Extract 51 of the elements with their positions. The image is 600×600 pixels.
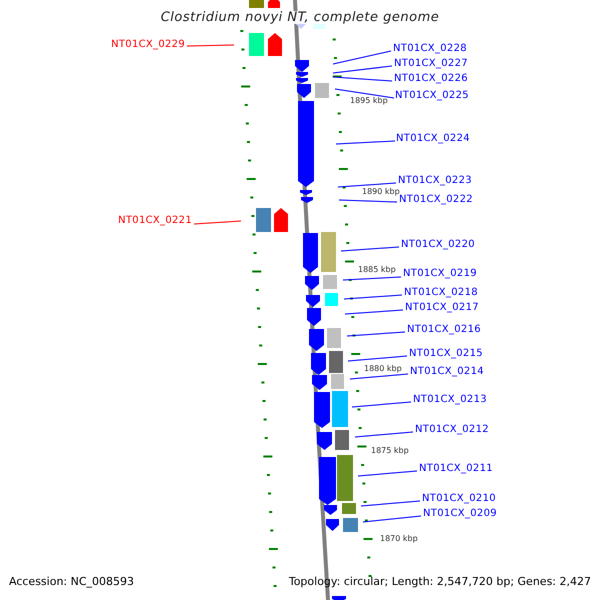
accession-note: Accession: NC_008593 xyxy=(9,576,134,587)
leader-line xyxy=(340,246,400,252)
leader-line xyxy=(332,66,392,74)
leader-line xyxy=(362,516,422,522)
gene-label: NT01CX_0209 xyxy=(423,509,497,519)
gene-label: NT01CX_0222 xyxy=(399,195,473,205)
scale-label: 1885 kbp xyxy=(358,266,396,274)
leader-line xyxy=(358,470,418,476)
leader-line xyxy=(348,356,408,362)
leader-line xyxy=(354,432,414,438)
gene-label: NT01CX_0218 xyxy=(404,288,478,298)
gene-label: NT01CX_0214 xyxy=(410,367,484,377)
leader-line xyxy=(336,140,396,144)
gene-label: NT01CX_0213 xyxy=(413,395,487,405)
gene-label: NT01CX_0228 xyxy=(393,44,467,54)
scale-label: 1875 kbp xyxy=(371,447,409,455)
gene-label: NT01CX_0226 xyxy=(394,74,468,84)
gene-label: NT01CX_0212 xyxy=(415,425,489,435)
leader-line xyxy=(344,294,402,300)
gene-label: NT01CX_0219 xyxy=(403,269,477,279)
leader-line xyxy=(338,200,398,202)
gene-label: NT01CX_0229 xyxy=(111,40,185,50)
leader-line xyxy=(352,402,412,408)
gene-label: NT01CX_0221 xyxy=(118,216,192,226)
leader-line xyxy=(194,220,242,224)
leader-line xyxy=(334,88,394,98)
gene-label: NT01CX_0215 xyxy=(409,349,483,359)
gene-label: NT01CX_0217 xyxy=(405,303,479,313)
gene-label: NT01CX_0210 xyxy=(422,494,496,504)
scale-label: 1890 kbp xyxy=(362,188,400,196)
gene-label: NT01CX_0227 xyxy=(394,59,468,69)
gene-label: NT01CX_0224 xyxy=(396,134,470,144)
scale-label: 1880 kbp xyxy=(364,365,402,373)
leader-line xyxy=(332,50,392,64)
scale-label: 1895 kbp xyxy=(350,97,388,105)
genome-stats-note: Topology: circular; Length: 2,547,720 bp; Genes: 2,427 xyxy=(288,576,591,587)
gene-label: NT01CX_0225 xyxy=(395,91,469,101)
gene-label: NT01CX_0223 xyxy=(398,176,472,186)
leader-line xyxy=(332,76,392,82)
leader-line xyxy=(346,332,406,336)
leader-line xyxy=(186,44,234,46)
leader-line xyxy=(360,500,420,506)
leader-line xyxy=(350,374,408,380)
leader-line xyxy=(342,276,402,280)
gene-label: NT01CX_0211 xyxy=(419,464,493,474)
leader-line xyxy=(338,182,396,188)
diagram-title: Clostridium novyi NT, complete genome xyxy=(160,11,440,24)
scale-label: 1870 kbp xyxy=(380,535,418,543)
leader-line xyxy=(344,310,404,314)
gene-label: NT01CX_0220 xyxy=(401,240,475,250)
gene-label: NT01CX_0216 xyxy=(407,325,481,335)
